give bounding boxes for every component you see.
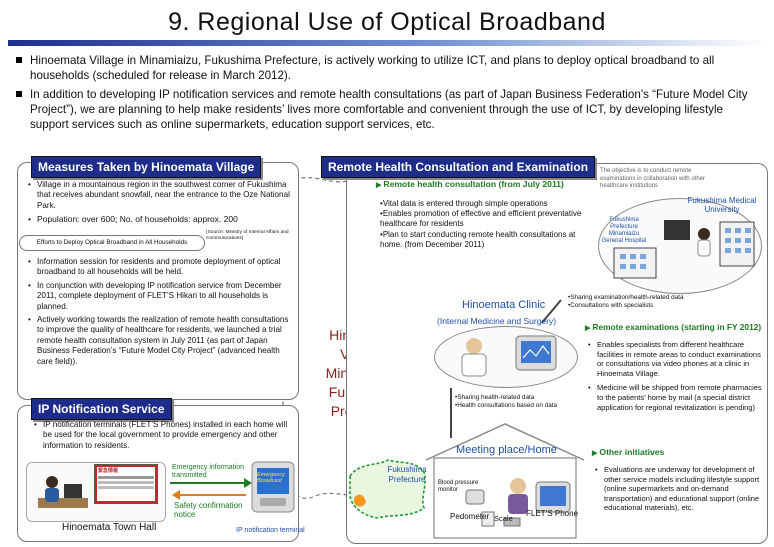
intro-text-2: In addition to developing IP notificatio… <box>30 88 748 131</box>
intro-text-1: Hinoemata Village in Minamiaizu, Fukushi… <box>30 54 715 82</box>
intro-bullet-1: Hinoemata Village in Minamiaizu, Fukushi… <box>16 53 764 83</box>
remote-header: Remote Health Consultation and Examinati… <box>321 156 596 178</box>
clinic-sub-label: (Internal Medicine and Surgery) <box>437 316 557 326</box>
screen-line <box>98 486 154 489</box>
other-list: Evaluations are underway for development… <box>593 465 767 513</box>
list-item: Village in a mountainous region in the s… <box>26 180 294 211</box>
intro-bullet-2: In addition to developing IP notificatio… <box>16 87 764 132</box>
clinic-illustration <box>461 335 557 377</box>
arrow-head-left-icon <box>172 490 180 500</box>
emergency-screen: 緊急情報 <box>97 467 155 501</box>
note-text: Sharing examination/health-related data <box>570 294 684 301</box>
title-rule <box>8 40 766 46</box>
ip-list: IP notification terminals (FLET’S Phones… <box>32 420 294 451</box>
sharing-note-1: •Sharing examination/health-related data… <box>568 294 718 310</box>
list-item: Actively working towards the realization… <box>26 315 294 367</box>
fukushima-label: Fukushima Prefecture <box>387 465 427 484</box>
connector-line <box>450 388 452 438</box>
sharing-note-2: •Sharing health-related data •Health con… <box>455 394 565 410</box>
ip-header: IP Notification Service <box>31 398 172 420</box>
page-title: 9. Regional Use of Optical Broadband <box>168 8 606 36</box>
list-item: In conjunction with developing IP notifi… <box>26 281 294 312</box>
exam-heading: Remote examinations (starting in FY 2012… <box>585 322 761 332</box>
list-item-text: Vital data is entered through simple ope… <box>382 199 548 208</box>
objective-note: The objective is to conduct remote exami… <box>600 168 706 189</box>
note-text: Sharing health-related data <box>457 394 535 401</box>
exam-list: Enables specialists from different healt… <box>586 340 766 412</box>
emergency-monitor: 緊急情報 <box>94 464 158 504</box>
terminal-label: IP notification terminal <box>236 527 305 534</box>
note-line: •Consultations with specialists <box>568 302 654 309</box>
safety-label: Safety confirmation notice <box>174 501 243 519</box>
meeting-label: Meeting place/Home <box>456 444 557 456</box>
screen-line <box>98 476 154 479</box>
arrow-right-icon <box>170 482 246 484</box>
town-hall-label: Hinoemata Town Hall <box>62 522 157 533</box>
clinic-label: Hinoemata Clinic <box>462 299 546 311</box>
emergency-info-label: Emergency information transmitted <box>172 464 244 479</box>
scale-label: Scale <box>494 514 513 523</box>
consult-heading: Remote health consultation (from July 20… <box>376 179 564 189</box>
measures-header: Measures Taken by Hinoemata Village <box>31 156 262 178</box>
square-bullet-icon <box>16 91 22 97</box>
note-line: •Sharing examination/health-related data <box>568 294 684 301</box>
list-item: Information session for residents and pr… <box>26 257 294 278</box>
screen-mini-text: 緊急情報 <box>98 468 119 474</box>
list-item: •Enables promotion of effective and effi… <box>380 209 582 229</box>
pedometer-label: Pedometer <box>450 512 490 521</box>
list-item: Evaluations are underway for development… <box>593 465 767 513</box>
bp-monitor-label: Blood pressure monitor <box>438 480 479 493</box>
efforts-label: Efforts to Deploy Optical Broadband in A… <box>19 235 205 251</box>
list-item: •Vital data is entered through simple op… <box>380 199 548 208</box>
office-worker-icon <box>38 476 88 508</box>
list-item: Enables specialists from different healt… <box>586 340 766 378</box>
note-line: •Sharing health-related data <box>455 394 535 401</box>
list-item: Medicine will be shipped from remote pha… <box>586 383 766 412</box>
list-item: •Plan to start conducting remote health … <box>380 229 576 249</box>
screen-emergency-text: Emergency Broadcast <box>257 472 285 484</box>
note-text: Consultations with specialists <box>570 302 654 309</box>
list-item-text: Plan to start conducting remote health c… <box>380 229 576 249</box>
note-line: •Health consultations based on data <box>455 402 558 409</box>
source-note: (Source: Ministry of Internal Affairs an… <box>206 230 289 241</box>
flets-phone-label: FLET’S Phone <box>526 509 579 518</box>
list-item-text: Enables promotion of effective and effic… <box>380 209 582 229</box>
home-house-outline <box>425 423 585 539</box>
list-item: Population: over 600; No. of households:… <box>26 214 294 225</box>
measures-list: Village in a mountainous region in the s… <box>26 180 294 225</box>
arrow-head-right-icon <box>244 478 252 488</box>
note-text: Health consultations based on data <box>457 402 558 409</box>
screen-line <box>98 481 154 484</box>
hospital-illustration <box>613 220 755 279</box>
square-bullet-icon <box>16 57 22 63</box>
arrow-left-icon <box>180 494 246 496</box>
pref-hospital-label: Fukushima Prefecture Minamiaizu General … <box>601 217 647 244</box>
fukushima-map-icon <box>349 459 426 519</box>
university-label: Fukushima Medical University <box>687 196 757 214</box>
consult-list: •Vital data is entered through simple op… <box>380 199 594 250</box>
efforts-list: Information session for residents and pr… <box>26 257 294 367</box>
list-item: IP notification terminals (FLET’S Phones… <box>32 420 294 451</box>
other-heading: Other initiatives <box>592 447 664 457</box>
ip-terminal-icon <box>251 461 295 513</box>
